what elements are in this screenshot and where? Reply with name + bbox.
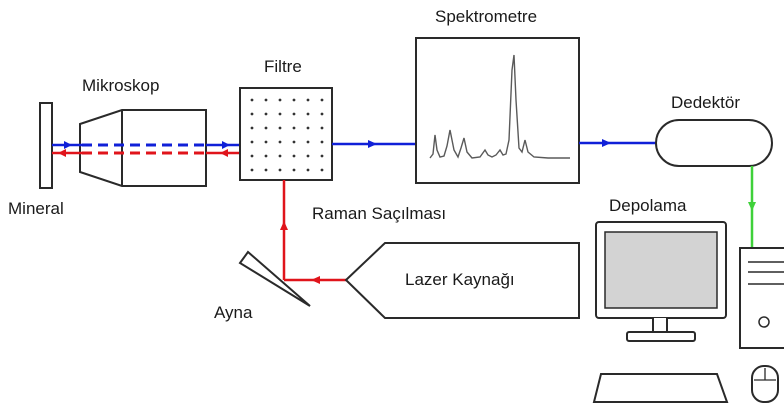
filter-dot — [250, 168, 254, 172]
filter-dot — [278, 98, 282, 102]
filter-dot — [264, 98, 268, 102]
monitor-screen — [604, 231, 718, 309]
filter-dot — [250, 126, 254, 130]
filter-dot — [320, 140, 324, 144]
label-detector: Dedektör — [671, 93, 740, 112]
filter-box — [239, 87, 333, 181]
laser-source — [344, 242, 580, 319]
filter-dot — [278, 126, 282, 130]
filter-dot — [264, 140, 268, 144]
filter-dot — [264, 112, 268, 116]
filter-dot — [320, 112, 324, 116]
label-raman-scattering: Raman Saçılması — [312, 204, 446, 223]
raman-spectrum-trace — [429, 54, 570, 159]
label-filter: Filtre — [264, 57, 302, 76]
filter-dot — [250, 98, 254, 102]
label-mineral: Mineral — [8, 199, 64, 218]
arrow-red-left — [58, 149, 66, 157]
keyboard — [592, 373, 729, 403]
filter-dot — [292, 154, 296, 158]
filter-dot — [292, 98, 296, 102]
filter-dot — [264, 126, 268, 130]
mineral-sample — [39, 102, 53, 189]
filter-dots — [250, 98, 324, 172]
arrow-red-right — [220, 149, 228, 157]
filter-dot — [250, 112, 254, 116]
detector-capsule — [655, 119, 773, 167]
filter-dot — [292, 126, 296, 130]
arrow-blue-right — [222, 141, 230, 149]
filter-dot — [292, 140, 296, 144]
filter-dot — [278, 168, 282, 172]
spectrometer-box — [415, 37, 580, 184]
filter-dot — [250, 154, 254, 158]
mirror — [238, 250, 311, 307]
filter-dot — [320, 126, 324, 130]
arrow-filter-to-spectrometer — [368, 140, 377, 148]
arrow-spectrometer-to-detector — [602, 139, 611, 147]
filter-dot — [320, 154, 324, 158]
filter-dot — [278, 154, 282, 158]
computer-tower — [739, 247, 784, 349]
filter-dot — [306, 112, 310, 116]
arrow-mirror-to-filter — [280, 221, 288, 230]
label-mirror: Ayna — [214, 303, 253, 322]
mouse — [751, 365, 779, 403]
filter-dot — [306, 98, 310, 102]
filter-dot — [292, 112, 296, 116]
filter-dot — [320, 168, 324, 172]
label-laser-source: Lazer Kaynağı — [405, 270, 515, 289]
filter-dot — [320, 98, 324, 102]
arrow-blue-left — [64, 141, 72, 149]
filter-dot — [306, 154, 310, 158]
filter-dot — [264, 168, 268, 172]
filter-dot — [292, 168, 296, 172]
filter-dot — [306, 126, 310, 130]
microscope-objective — [79, 109, 207, 187]
filter-dot — [250, 140, 254, 144]
label-spectrometer: Spektrometre — [435, 7, 537, 26]
arrow-data-link — [748, 202, 756, 211]
beam-mineral-to-filter — [52, 141, 240, 157]
label-microscope: Mikroskop — [82, 76, 159, 95]
filter-dot — [306, 140, 310, 144]
arrow-laser-to-mirror — [311, 276, 320, 284]
filter-dot — [278, 140, 282, 144]
filter-dot — [264, 154, 268, 158]
filter-dot — [278, 112, 282, 116]
label-storage: Depolama — [609, 196, 687, 215]
filter-dot — [306, 168, 310, 172]
computer-monitor — [595, 221, 727, 342]
